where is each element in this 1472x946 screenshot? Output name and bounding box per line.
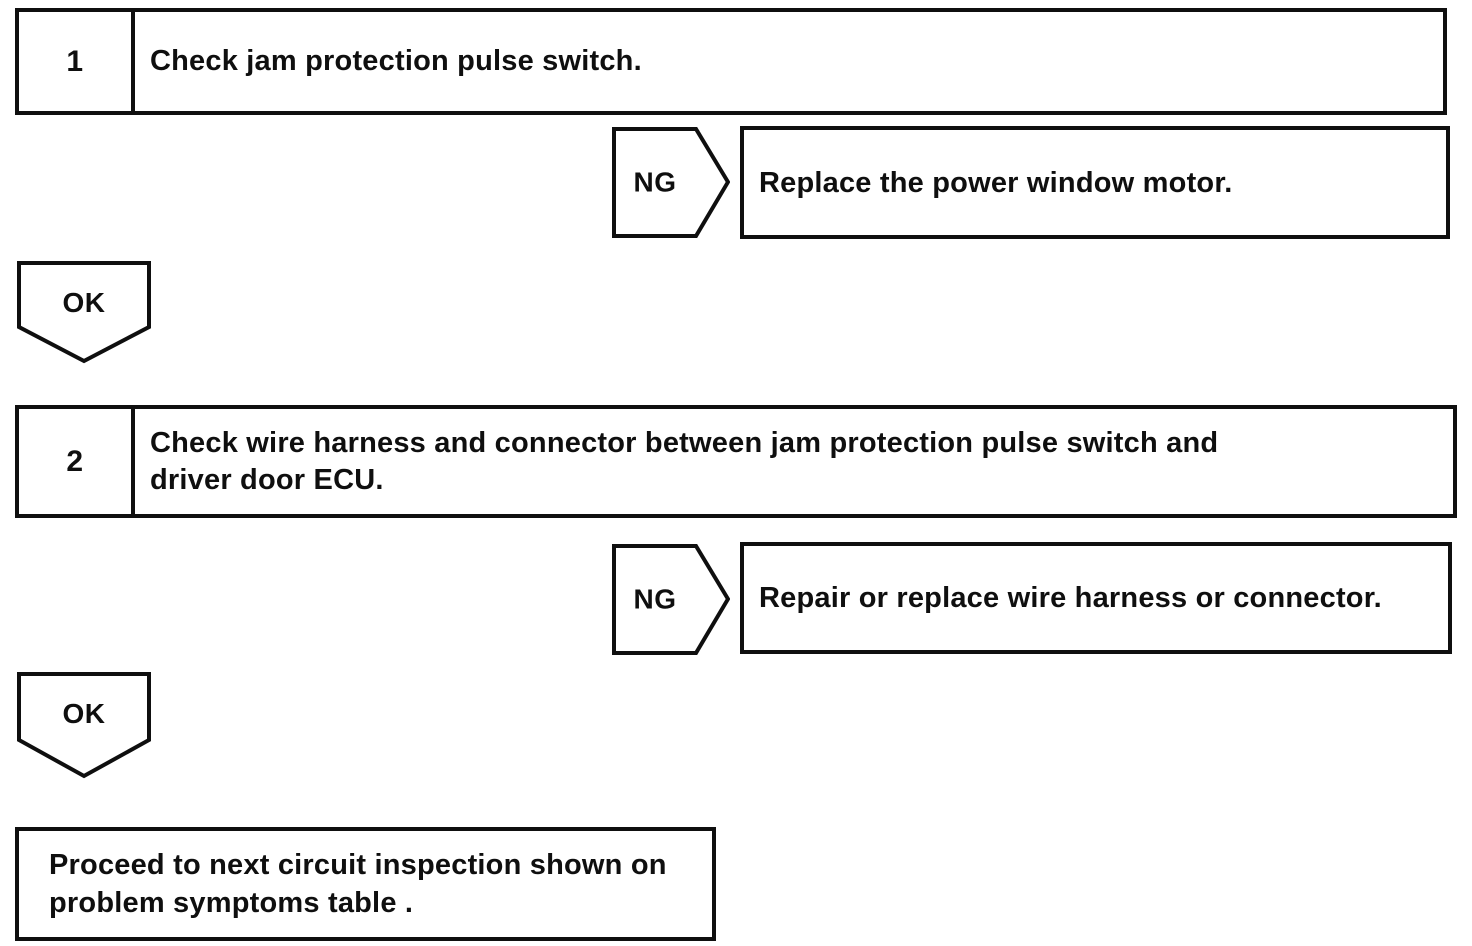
final-instruction-box: Proceed to next circuit inspection shown… bbox=[15, 827, 716, 941]
step-2-ng-label: NG bbox=[633, 582, 677, 614]
step-2-ok-label: OK bbox=[62, 698, 106, 729]
ng-arrow-right-icon bbox=[612, 544, 730, 655]
step-2-ng-connector: NG bbox=[612, 544, 730, 655]
step-1-box: 1 Check jam protection pulse switch. bbox=[15, 8, 1447, 115]
step-2-ok-connector: OK bbox=[17, 672, 151, 779]
step-1-ng-connector: NG bbox=[612, 127, 730, 238]
step-1-ok-label: OK bbox=[62, 287, 106, 318]
step-1-number: 1 bbox=[19, 12, 135, 111]
final-instruction-text: Proceed to next circuit inspection shown… bbox=[49, 849, 667, 919]
step-1-ng-label: NG bbox=[633, 165, 677, 197]
step-2-ng-action-text: Repair or replace wire harness or connec… bbox=[759, 582, 1382, 614]
step-2-ng-action-box: Repair or replace wire harness or connec… bbox=[740, 542, 1452, 654]
ng-arrow-right-icon bbox=[612, 127, 730, 238]
step-1-instruction: Check jam protection pulse switch. bbox=[150, 45, 642, 77]
step-2-instruction: Check wire harness and connector between… bbox=[150, 426, 1219, 496]
step-1-ng-action-box: Replace the power window motor. bbox=[740, 126, 1450, 239]
ok-arrow-down-icon bbox=[17, 261, 151, 364]
step-2-box: 2 Check wire harness and connector betwe… bbox=[15, 405, 1457, 518]
ok-arrow-down-icon bbox=[17, 672, 151, 779]
step-2-number: 2 bbox=[19, 409, 135, 514]
step-1-ok-connector: OK bbox=[17, 261, 151, 364]
step-1-ng-action-text: Replace the power window motor. bbox=[759, 166, 1233, 199]
